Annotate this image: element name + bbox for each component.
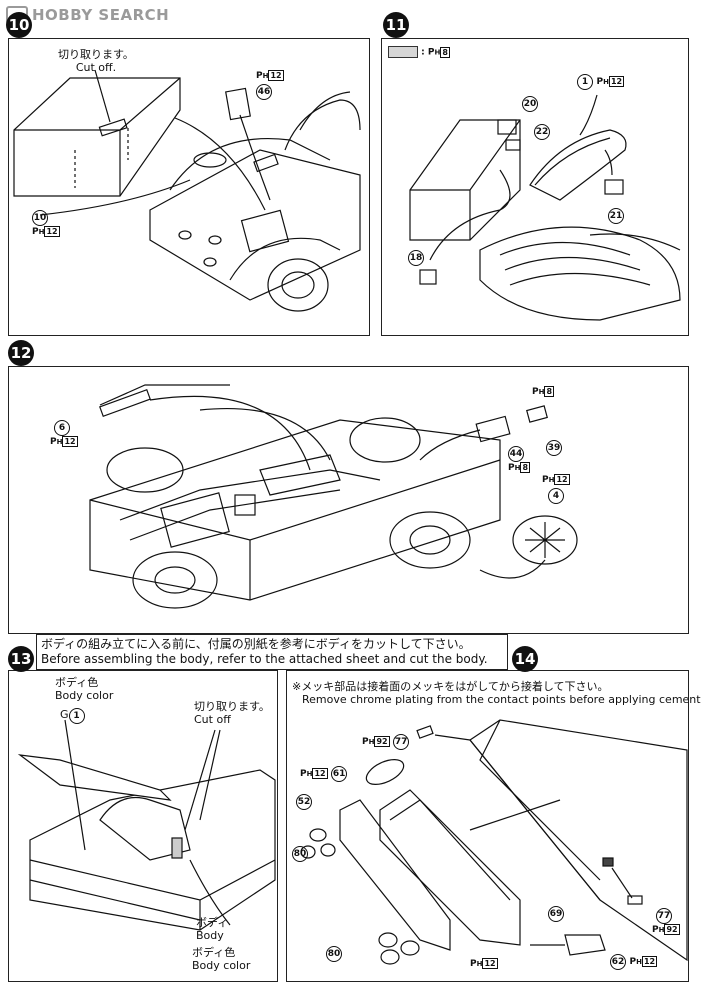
step-11-part-22: 22 (534, 124, 550, 140)
step-13-number: 13 (8, 646, 34, 672)
step-12-panel (8, 366, 689, 634)
step-14-number: 14 (512, 646, 538, 672)
step-10-panel (8, 38, 370, 336)
step-11-part-20: 20 (522, 96, 538, 112)
step-13-panel (8, 670, 278, 982)
step-11-number: 11 (383, 12, 409, 38)
step-13-note: ボディの組み立てに入る前に、付属の別紙を参考にボディをカットして下さい。 Bef… (36, 634, 508, 670)
step-13-cutoff-label: 切り取ります。 Cut off (194, 700, 270, 726)
step-12-number: 12 (8, 340, 34, 366)
step-14-part-80b: 80 (326, 946, 342, 962)
step-14-part-77b: 77 (656, 908, 672, 924)
step-14-part-52: 52 (296, 794, 312, 810)
step-11-part-21: 21 (608, 208, 624, 224)
step-10-cutoff-label: 切り取ります。 Cut off. (58, 48, 134, 74)
step-10-number: 10 (6, 12, 32, 38)
step-12-part-44: 44 (508, 446, 524, 462)
step-14-part-69: 69 (548, 906, 564, 922)
step-14-part-80a: 80 (292, 846, 308, 862)
step-13-body-color-label: ボディ色 Body color (55, 676, 114, 702)
step-11-gray-swatch (388, 46, 418, 58)
step-12-part-6: 6 (54, 420, 70, 436)
step-11-part-18: 18 (408, 250, 424, 266)
step-13-body-label: ボディ Body (196, 916, 229, 942)
step-14-note: ※メッキ部品は接着面のメッキをはがしてから接着して下さい。 Remove chr… (292, 680, 701, 706)
step-10-part-46: 46 (256, 84, 272, 100)
step-12-part-4: 4 (548, 488, 564, 504)
step-14-panel (286, 670, 689, 982)
step-11-panel (381, 38, 689, 336)
step-13-body-color2-label: ボディ色 Body color (192, 946, 251, 972)
step-12-part-39: 39 (546, 440, 562, 456)
step-10-part-10: 10 (32, 210, 48, 226)
